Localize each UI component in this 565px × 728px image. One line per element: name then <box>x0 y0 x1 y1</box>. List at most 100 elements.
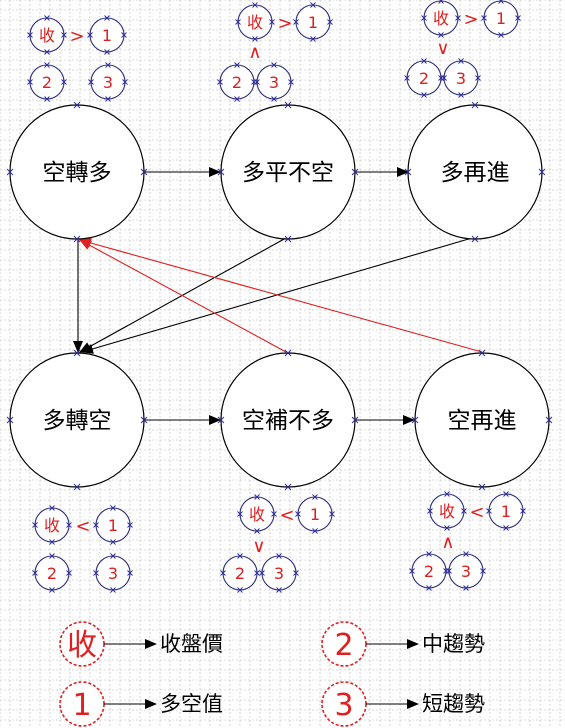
connection-marker <box>27 32 33 38</box>
connection-marker <box>127 570 133 576</box>
close-indicator-text: 收 <box>249 505 265 524</box>
edge-n6-n1 <box>79 238 483 353</box>
legend-one-symbol-text: 1 <box>72 688 91 723</box>
connection-marker <box>293 19 299 25</box>
connection-marker <box>475 75 481 81</box>
connection-marker <box>351 416 359 424</box>
connection-marker <box>312 494 318 500</box>
legend-close-symbol-text: 收 <box>67 628 97 663</box>
connection-marker <box>421 92 427 98</box>
short-trend-indicator-text: 3 <box>269 73 279 92</box>
connection-marker <box>421 15 427 21</box>
short-trend-indicator-text: 3 <box>108 564 118 583</box>
connection-marker <box>481 15 487 21</box>
connection-marker <box>73 101 81 109</box>
connection-marker <box>217 416 225 424</box>
connection-marker <box>409 568 415 574</box>
node-label: 多平不空 <box>242 160 334 186</box>
connection-marker <box>295 511 301 517</box>
connection-marker <box>104 49 110 55</box>
connection-marker <box>32 570 38 576</box>
connection-marker <box>93 522 99 528</box>
connection-marker <box>88 79 94 85</box>
connection-marker <box>284 483 292 491</box>
connection-marker <box>121 32 127 38</box>
connection-marker <box>461 508 467 514</box>
connection-marker <box>140 416 148 424</box>
connection-marker <box>463 551 469 557</box>
legend-close-label: 收盤價 <box>160 632 223 656</box>
connection-marker <box>427 508 433 514</box>
connection-marker <box>441 75 447 81</box>
connection-marker <box>312 528 318 534</box>
connection-marker <box>411 416 419 424</box>
bull-bear-indicator-text: 1 <box>308 13 318 32</box>
edge-n5-n1 <box>79 239 287 353</box>
connection-marker <box>252 2 258 8</box>
legend-close: 收 收盤價 <box>59 621 223 667</box>
bull-bear-indicator-text: 1 <box>310 505 320 524</box>
connection-marker <box>515 15 521 21</box>
node-kong-zai-jin: 空再進 <box>414 352 550 488</box>
bull-bear-indicator-text: 1 <box>501 502 511 521</box>
connection-marker <box>6 416 14 424</box>
connection-marker <box>66 522 72 528</box>
connection-marker <box>284 349 292 357</box>
connection-marker <box>545 416 553 424</box>
connection-marker <box>271 96 277 102</box>
connection-marker <box>498 32 504 38</box>
mid-trend-indicator-text: 2 <box>419 69 429 88</box>
relation-symbol: ∨ <box>252 536 265 557</box>
connection-marker <box>105 62 111 68</box>
connection-marker <box>310 2 316 8</box>
relation-symbol: < <box>75 516 90 537</box>
node-kong-zhuan-duo: 空轉多 <box>9 104 145 240</box>
connection-marker <box>444 491 450 497</box>
connection-marker <box>252 36 258 42</box>
legend-three: 3 短趨勢 <box>321 681 485 727</box>
connection-marker <box>254 570 260 576</box>
relation-symbol: ∧ <box>441 532 454 553</box>
connection-marker <box>471 235 479 243</box>
mid-trend-indicator-text: 2 <box>42 73 52 92</box>
indicator-group-1: 收 > 1 2 3 <box>29 17 126 100</box>
node-duo-zhuan-kong: 多轉空 <box>9 352 145 488</box>
connection-marker <box>458 92 464 98</box>
connection-marker <box>276 553 282 559</box>
connection-marker <box>438 32 444 38</box>
node-kong-bu-bu-duo: 空補不多 <box>220 352 356 488</box>
node-label: 空補不多 <box>242 408 334 434</box>
bull-bear-indicator-text: 1 <box>102 26 112 45</box>
connection-marker <box>104 15 110 21</box>
connection-marker <box>44 96 50 102</box>
connection-marker <box>49 505 55 511</box>
connection-marker <box>503 525 509 531</box>
connection-marker <box>284 235 292 243</box>
connection-marker <box>110 539 116 545</box>
close-indicator-text: 收 <box>433 9 449 28</box>
mid-trend-indicator-text: 2 <box>235 564 245 583</box>
legend-one-label: 多空值 <box>160 692 223 716</box>
short-trend-indicator-text: 3 <box>461 562 471 581</box>
connection-marker <box>73 349 81 357</box>
mid-trend-indicator-text: 2 <box>47 564 57 583</box>
connection-marker <box>478 349 486 357</box>
connection-marker <box>6 168 14 176</box>
connection-marker <box>87 32 93 38</box>
connection-marker <box>32 522 38 528</box>
connection-marker <box>254 494 260 500</box>
connection-marker <box>73 235 81 243</box>
indicator-group-5: 收 < 1 ∨ 2 3 <box>222 496 333 591</box>
connection-marker <box>237 511 243 517</box>
connection-marker <box>73 483 81 491</box>
bull-bear-indicator-text: 1 <box>108 516 118 535</box>
legend-two: 2 中趨勢 <box>321 621 485 667</box>
connection-marker <box>237 587 243 593</box>
node-label: 多再進 <box>441 160 510 186</box>
connection-marker <box>404 168 412 176</box>
connection-marker <box>288 79 294 85</box>
connection-marker <box>44 49 50 55</box>
connection-marker <box>503 491 509 497</box>
connection-marker <box>220 570 226 576</box>
